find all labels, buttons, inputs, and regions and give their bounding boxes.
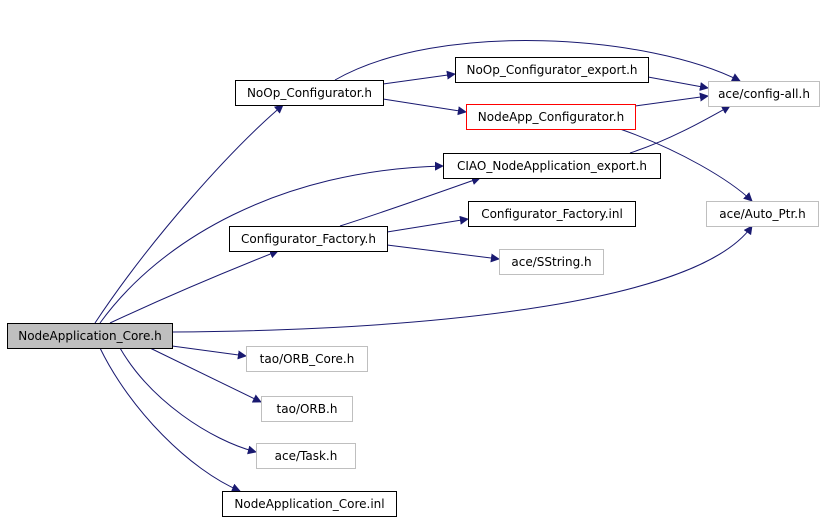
node-root[interactable]: NodeApplication_Core.h [7,323,173,349]
node-box [466,104,636,130]
edge-root-to-noop [94,104,284,324]
node-box [468,201,636,227]
edge-root-to-orb-core [171,345,247,360]
edge-nodeapp-cfg-to-config-all [634,92,709,107]
node-label: tao/ORB_Core.h [260,352,355,366]
node-label: ace/Task.h [275,449,338,463]
node-box [499,249,604,275]
node-task[interactable]: ace/Task.h [256,443,356,469]
node-noop[interactable]: NoOp_Configurator.h [235,80,384,106]
node-label: NodeApplication_Core.inl [234,497,384,511]
node-box [229,226,388,252]
node-label: ace/Auto_Ptr.h [719,207,805,221]
edge-nodeapp-cfg-to-auto-ptr [619,128,753,202]
edge-root-to-core-inl [99,347,241,493]
node-auto-ptr[interactable]: ace/Auto_Ptr.h [706,201,819,227]
node-nodeapp-cfg[interactable]: NodeApp_Configurator.h [466,104,636,130]
node-label: CIAO_NodeApplication_export.h [457,159,647,173]
node-label: Configurator_Factory.inl [481,207,623,221]
node-orb-core[interactable]: tao/ORB_Core.h [246,346,368,372]
node-box [261,396,353,422]
edge-noop-to-noop-export [382,70,456,85]
node-box [455,57,649,83]
node-label: ace/SString.h [511,255,591,269]
edges-layer [94,40,753,493]
edge-root-to-orb [149,347,262,403]
node-label: Configurator_Factory.h [241,232,376,246]
node-label: NodeApp_Configurator.h [478,110,624,124]
node-label: NoOp_Configurator.h [247,86,372,100]
node-orb[interactable]: tao/ORB.h [261,396,353,422]
node-box [222,491,397,517]
node-noop-export[interactable]: NoOp_Configurator_export.h [455,57,649,83]
edge-cfg-factory-to-sstring [386,244,500,263]
node-cfg-factory-inl[interactable]: Configurator_Factory.inl [468,201,636,227]
edge-ciao-export-to-config-all [629,105,731,154]
edge-root-to-task [119,347,257,455]
node-box [246,346,368,372]
node-cfg-factory[interactable]: Configurator_Factory.h [229,226,388,252]
node-label: ace/config-all.h [718,87,810,101]
edge-cfg-factory-to-cfg-factory-inl [386,215,469,233]
edge-root-to-ciao-export [99,161,444,324]
edge-noop-export-to-config-all [647,76,709,91]
node-sstring[interactable]: ace/SString.h [499,249,604,275]
node-label: NodeApplication_Core.h [18,329,162,343]
edge-root-to-auto-ptr [171,225,753,333]
node-label: NoOp_Configurator_export.h [466,63,637,77]
node-box [708,81,820,107]
edge-root-to-cfg-factory [109,249,279,324]
edge-noop-to-config-all [334,40,741,82]
node-box [256,443,356,469]
node-box [706,201,819,227]
node-core-inl[interactable]: NodeApplication_Core.inl [222,491,397,517]
node-config-all[interactable]: ace/config-all.h [708,81,820,107]
node-box [7,323,173,349]
nodes-layer: NodeApplication_Core.h NoOp_Configurator.… [7,57,820,517]
edge-cfg-factory-to-ciao-export [339,176,481,227]
node-label: tao/ORB.h [277,402,338,416]
node-ciao-export[interactable]: CIAO_NodeApplication_export.h [443,153,661,179]
node-box [443,153,661,179]
node-box [235,80,384,106]
edge-noop-to-nodeapp-cfg [382,98,467,116]
